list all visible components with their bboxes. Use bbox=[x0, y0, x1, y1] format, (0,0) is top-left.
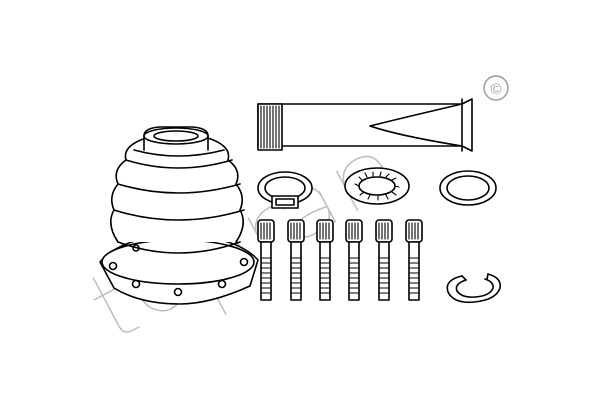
bolt-2 bbox=[287, 219, 305, 301]
bolt-4 bbox=[345, 219, 363, 301]
bolt-5 bbox=[375, 219, 393, 301]
sealing-ring bbox=[439, 170, 497, 206]
cv-joint-boot bbox=[99, 126, 259, 305]
bolt-3 bbox=[316, 219, 334, 301]
hose-clamp bbox=[257, 171, 313, 209]
grease-tube bbox=[257, 98, 473, 152]
bolt-1 bbox=[257, 219, 275, 301]
copyright-symbol-text: © bbox=[490, 81, 501, 98]
bolt-6 bbox=[405, 219, 423, 301]
copyright-mark: © bbox=[483, 75, 509, 101]
spring-washer bbox=[344, 167, 410, 205]
circlip bbox=[446, 273, 502, 304]
